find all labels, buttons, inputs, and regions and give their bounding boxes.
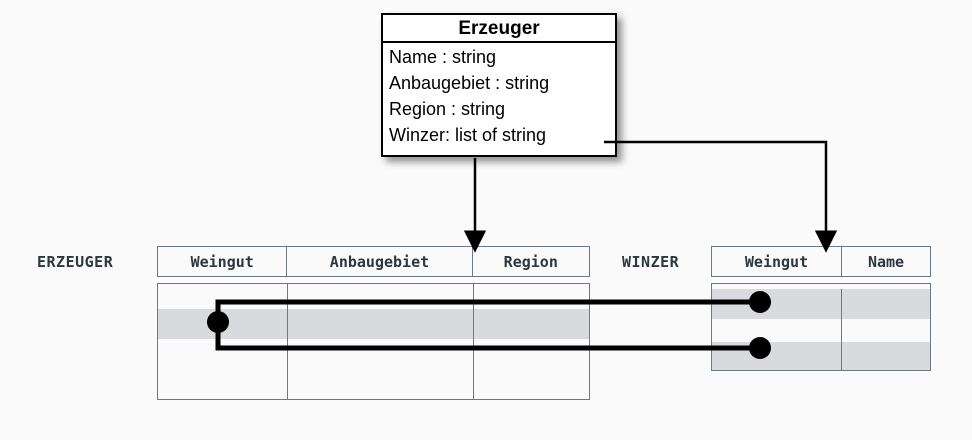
table-cell-name[interactable]: [842, 319, 930, 342]
table-row[interactable]: [158, 339, 589, 369]
table-row[interactable]: [712, 289, 930, 319]
table-cell-anbaugebiet[interactable]: [288, 339, 474, 369]
column-header-name: Name: [867, 252, 905, 271]
table-cell-anbaugebiet[interactable]: [288, 309, 474, 339]
table-cell-weingut[interactable]: [712, 289, 842, 319]
uml-attribute-name: Name : string: [389, 47, 497, 67]
column-header-anbaugebiet: Anbaugebiet: [287, 247, 473, 276]
table-cell-region[interactable]: [474, 339, 589, 369]
column-header-region: Region: [503, 252, 558, 271]
table-row[interactable]: [158, 369, 589, 399]
uml-class-name: Erzeuger: [383, 15, 615, 43]
table-label-erzeuger: ERZEUGER: [37, 253, 114, 271]
uml-attribute-winzer: Winzer: list of string: [389, 125, 547, 145]
table-cell-anbaugebiet[interactable]: [288, 369, 474, 399]
table-header-erzeuger: Weingut Anbaugebiet Region: [157, 246, 590, 277]
table-cell-weingut[interactable]: [712, 319, 842, 342]
table-body-winzer[interactable]: [711, 283, 931, 371]
uml-attribute-region: Region : string: [389, 99, 506, 119]
table-cell-weingut[interactable]: [712, 342, 842, 370]
table-row[interactable]: [158, 284, 589, 309]
table-cell-name[interactable]: [842, 342, 930, 370]
uml-class-box-erzeuger[interactable]: Erzeuger Name : string Anbaugebiet : str…: [381, 13, 617, 157]
table-header-winzer: Weingut Name: [711, 246, 931, 277]
table-cell-region[interactable]: [474, 309, 589, 339]
uml-attribute-anbaugebiet: Anbaugebiet : string: [389, 73, 550, 93]
table-cell-region[interactable]: [474, 369, 589, 399]
table-cell-weingut[interactable]: [158, 339, 288, 369]
table-row[interactable]: [712, 342, 930, 370]
uml-attribute-list: Name : string Anbaugebiet : string Regio…: [383, 43, 615, 148]
table-cell-weingut[interactable]: [158, 284, 288, 309]
winzer-attribute-to-winzer-arrow: [604, 140, 838, 253]
table-cell-weingut[interactable]: [158, 369, 288, 399]
table-cell-region[interactable]: [474, 284, 589, 309]
table-cell-anbaugebiet[interactable]: [288, 284, 474, 309]
table-cell-name[interactable]: [842, 289, 930, 319]
table-label-winzer: WINZER: [622, 253, 680, 271]
table-body-erzeuger[interactable]: [157, 283, 590, 400]
table-row[interactable]: [712, 319, 930, 342]
column-header-weingut: Weingut: [712, 247, 842, 276]
column-header-weingut: Weingut: [158, 247, 288, 276]
table-row[interactable]: [158, 309, 589, 339]
table-cell-weingut[interactable]: [158, 309, 288, 339]
